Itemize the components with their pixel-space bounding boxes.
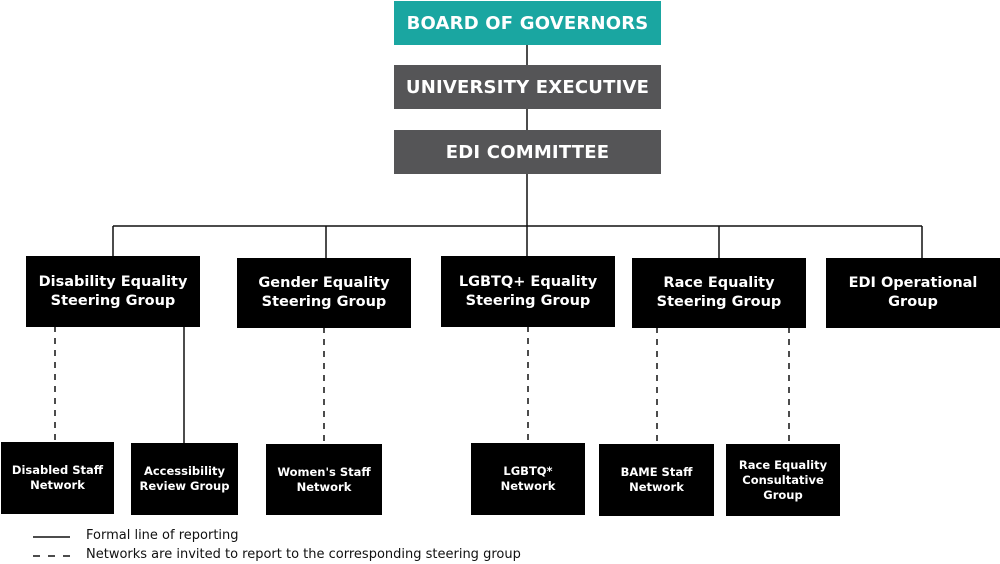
- bame-staff-network-box: BAME Staff Network: [599, 444, 714, 516]
- womens-staff-network-box: Women's Staff Network: [266, 444, 382, 515]
- university-executive-label: UNIVERSITY EXECUTIVE: [405, 76, 650, 98]
- gender-equality-group-box: Gender Equality Steering Group: [237, 258, 411, 328]
- board-of-governors-label: BOARD OF GOVERNORS: [406, 12, 649, 34]
- lgbtq-equality-group-label: LGBTQ+ Equality Steering Group: [458, 273, 598, 309]
- race-equality-consultative-group-label: Race Equality Consultative Group: [738, 457, 828, 502]
- disabled-staff-network-label: Disabled Staff Network: [11, 463, 104, 492]
- race-equality-group-box: Race Equality Steering Group: [632, 258, 806, 328]
- lgbtq-network-box: LGBTQ* Network: [471, 443, 585, 515]
- gender-equality-group-label: Gender Equality Steering Group: [258, 275, 390, 310]
- accessibility-review-group-label: Accessibility Review Group: [139, 464, 230, 493]
- accessibility-review-group-box: Accessibility Review Group: [131, 443, 238, 515]
- disability-equality-group-label: Disability Equality Steering Group: [38, 273, 188, 309]
- race-equality-consultative-group-box: Race Equality Consultative Group: [726, 444, 840, 516]
- bame-staff-network-label: BAME Staff Network: [620, 465, 693, 494]
- disabled-staff-network-box: Disabled Staff Network: [1, 442, 114, 514]
- womens-staff-network-label: Women's Staff Network: [277, 464, 371, 494]
- lgbtq-network-label: LGBTQ* Network: [500, 464, 556, 493]
- university-executive-box: UNIVERSITY EXECUTIVE: [394, 65, 661, 109]
- edi-operational-group-label: EDI Operational Group: [848, 275, 978, 310]
- edi-operational-group-box: EDI Operational Group: [826, 258, 1000, 328]
- lgbtq-equality-group-box: LGBTQ+ Equality Steering Group: [441, 256, 615, 327]
- legend-networks-label: Networks are invited to report to the co…: [86, 547, 521, 562]
- board-of-governors-box: BOARD OF GOVERNORS: [394, 1, 661, 45]
- disability-equality-group-box: Disability Equality Steering Group: [26, 256, 200, 327]
- race-equality-group-label: Race Equality Steering Group: [656, 275, 782, 310]
- edi-committee-box: EDI COMMITTEE: [394, 130, 661, 174]
- edi-committee-label: EDI COMMITTEE: [445, 141, 610, 163]
- legend-formal-label: Formal line of reporting: [86, 528, 239, 543]
